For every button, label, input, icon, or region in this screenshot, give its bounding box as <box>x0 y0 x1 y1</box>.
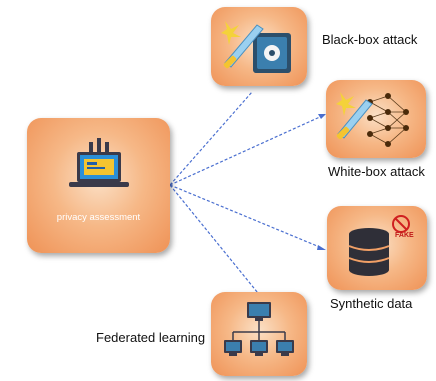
arrowhead-synthetic <box>317 245 326 250</box>
connector-black-box <box>169 91 253 186</box>
white-box-attack-label: White-box attack <box>328 164 425 179</box>
synthetic-data-card: FAKE <box>327 206 427 290</box>
sword-neural-network-icon <box>336 92 409 147</box>
laptop-icon <box>69 138 129 187</box>
synthetic-data-label: Synthetic data <box>330 296 413 311</box>
black-box-attack-label: Black-box attack <box>322 32 418 47</box>
connector-synthetic <box>169 184 323 249</box>
federated-learning-label: Federated learning <box>96 330 206 345</box>
privacy-assessment-label: privacy assessment <box>56 212 141 223</box>
federated-learning-card <box>211 292 307 376</box>
network-computers-icon <box>224 302 294 356</box>
database-fake-icon <box>348 215 410 276</box>
connector-federated <box>169 184 263 299</box>
white-box-attack-card <box>326 80 426 158</box>
black-box-attack-card <box>211 7 307 86</box>
sword-safe-icon <box>221 21 291 73</box>
privacy-assessment-card: privacy assessment <box>27 118 170 253</box>
fake-badge: FAKE <box>395 232 414 239</box>
connector-white-box <box>169 115 323 186</box>
arrowhead-white-box <box>318 114 326 119</box>
